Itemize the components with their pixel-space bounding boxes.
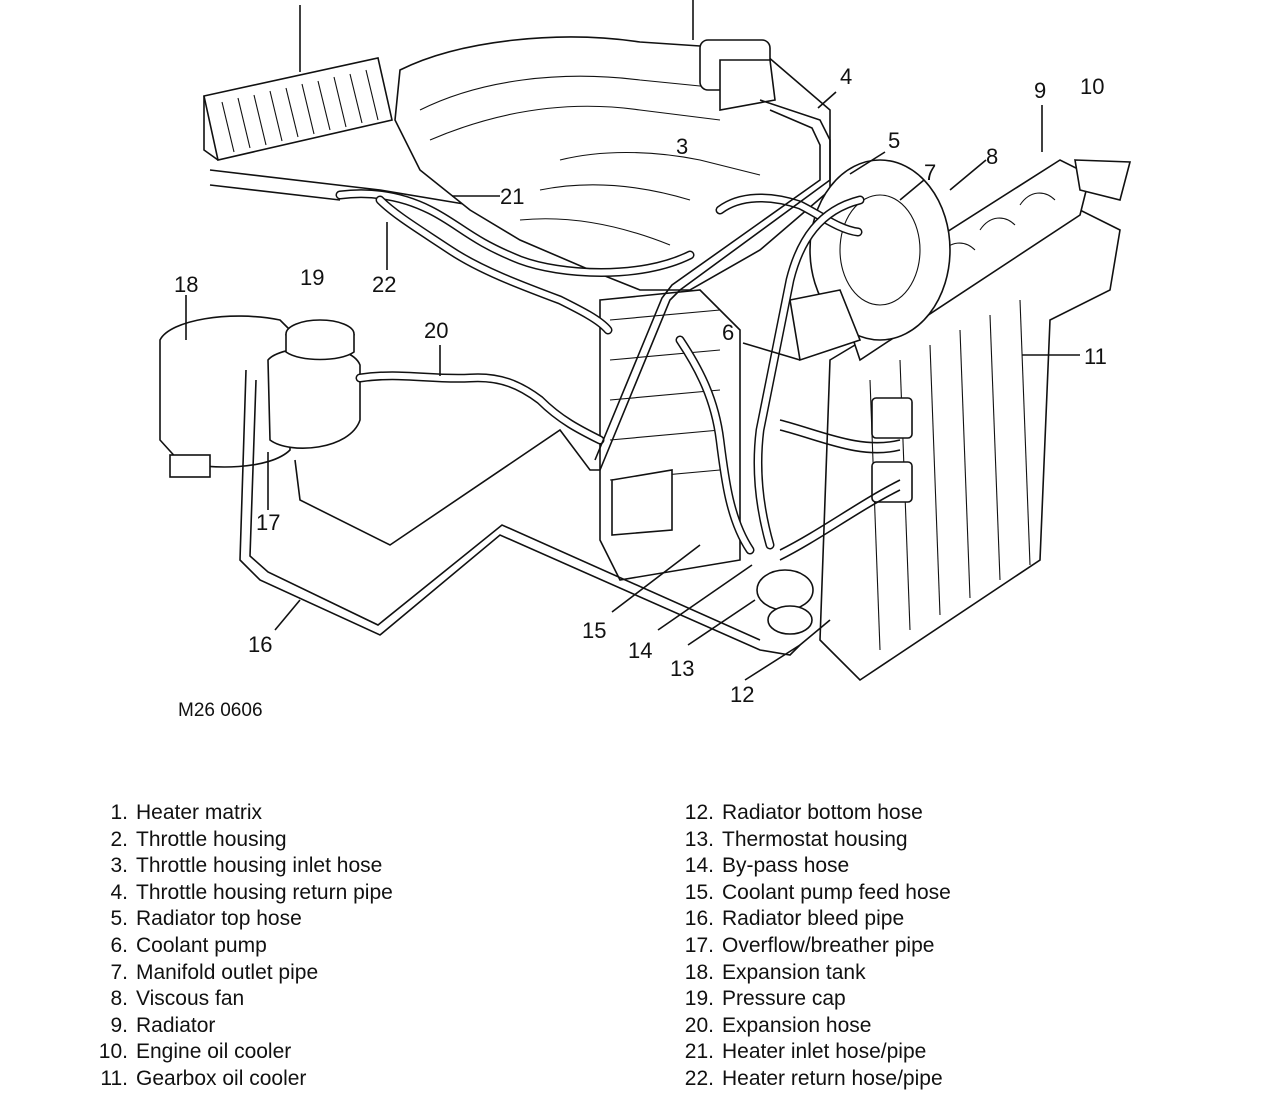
legend-number: 5. bbox=[110, 907, 128, 931]
callout-17: 17 bbox=[256, 510, 280, 535]
legend-item: 4. Throttle housing return pipe bbox=[88, 880, 393, 907]
legend-number: 2. bbox=[110, 827, 128, 851]
legend-column-left: 1. Heater matrix 2. Throttle housing 3. Thr… bbox=[88, 800, 393, 1093]
legend-item: 13. Thermostat housing bbox=[672, 827, 951, 854]
legend-item: 9. Radiator bbox=[88, 1013, 393, 1040]
legend-text: By-pass hose bbox=[722, 854, 850, 878]
legend-number: 1. bbox=[110, 801, 128, 824]
legend-item: 7. Manifold outlet pipe bbox=[88, 960, 393, 987]
legend-item: 22. Heater return hose/pipe bbox=[672, 1066, 951, 1093]
callout-21: 21 bbox=[500, 184, 524, 209]
legend-text: Radiator bleed pipe bbox=[722, 907, 905, 931]
legend-item: 2. Throttle housing bbox=[88, 827, 393, 854]
legend-text: Manifold outlet pipe bbox=[136, 960, 319, 984]
callout-6: 6 bbox=[722, 320, 734, 345]
expansion-tank bbox=[159, 315, 361, 478]
legend-number: 7. bbox=[110, 960, 128, 984]
legend-text: Throttle housing return pipe bbox=[136, 880, 393, 904]
cooling-system-diagram: 3 4 5 6 7 8 9 10 11 12 13 14 15 16 17 18… bbox=[159, 0, 1132, 721]
legend-item: 16. Radiator bleed pipe bbox=[672, 906, 951, 933]
legend-number: 10. bbox=[98, 1040, 128, 1064]
legend-text: Heater matrix bbox=[136, 801, 263, 824]
legend-item: 17. Overflow/breather pipe bbox=[672, 933, 951, 960]
legend-item: 6. Coolant pump bbox=[88, 933, 393, 960]
legend-item: 19. Pressure cap bbox=[672, 986, 951, 1013]
legend-number: 3. bbox=[110, 854, 128, 878]
legend-text: Throttle housing bbox=[136, 827, 287, 851]
callout-14: 14 bbox=[628, 638, 652, 663]
hoses-pipes bbox=[239, 99, 901, 656]
callout-20: 20 bbox=[424, 318, 448, 343]
legend-text: Coolant pump feed hose bbox=[722, 880, 951, 904]
legend-text: Heater inlet hose/pipe bbox=[722, 1040, 927, 1064]
callout-7: 7 bbox=[924, 160, 936, 185]
legend-text: Gearbox oil cooler bbox=[136, 1066, 307, 1090]
legend-number: 14. bbox=[684, 854, 714, 878]
legend-text: Coolant pump bbox=[136, 933, 267, 957]
legend-number: 21. bbox=[684, 1040, 714, 1064]
legend-text: Radiator bbox=[136, 1013, 216, 1037]
parts-legend: 1. Heater matrix 2. Throttle housing 3. Thr… bbox=[0, 800, 1280, 1097]
legend-number: 13. bbox=[684, 827, 714, 851]
legend-item: 18. Expansion tank bbox=[672, 960, 951, 987]
legend-item: 14. By-pass hose bbox=[672, 853, 951, 880]
legend-item: 8. Viscous fan bbox=[88, 986, 393, 1013]
callout-labels: 3 4 5 6 7 8 9 10 11 12 13 14 15 16 17 18… bbox=[174, 64, 1107, 721]
callout-18: 18 bbox=[174, 272, 198, 297]
legend-number: 18. bbox=[684, 960, 714, 984]
legend-text: Overflow/breather pipe bbox=[722, 933, 935, 957]
legend-number: 15. bbox=[684, 880, 714, 904]
legend-text: Expansion tank bbox=[722, 960, 866, 984]
legend-number: 16. bbox=[684, 907, 714, 931]
legend-item: 5. Radiator top hose bbox=[88, 906, 393, 933]
legend-item: 12. Radiator bottom hose bbox=[672, 800, 951, 827]
callout-8: 8 bbox=[986, 144, 998, 169]
legend-number: 12. bbox=[684, 801, 714, 824]
legend-number: 9. bbox=[110, 1013, 128, 1037]
callout-11: 11 bbox=[1084, 344, 1107, 369]
callout-12: 12 bbox=[730, 682, 754, 707]
legend-item: 21. Heater inlet hose/pipe bbox=[672, 1039, 951, 1066]
legend-text: Engine oil cooler bbox=[136, 1040, 292, 1064]
legend-text: Heater return hose/pipe bbox=[722, 1066, 943, 1090]
callout-13: 13 bbox=[670, 656, 694, 681]
legend-item: 10. Engine oil cooler bbox=[88, 1039, 393, 1066]
callout-16: 16 bbox=[248, 632, 272, 657]
legend-text: Radiator bottom hose bbox=[722, 801, 923, 824]
legend-text: Radiator top hose bbox=[136, 907, 302, 931]
callout-15: 15 bbox=[582, 618, 606, 643]
legend-number: 4. bbox=[110, 880, 128, 904]
legend-text: Thermostat housing bbox=[722, 827, 908, 851]
legend-column-right: 12. Radiator bottom hose 13. Thermostat ho… bbox=[672, 800, 951, 1093]
legend-item: 11. Gearbox oil cooler bbox=[88, 1066, 393, 1093]
legend-text: Throttle housing inlet hose bbox=[136, 854, 383, 878]
callout-9: 9 bbox=[1034, 78, 1046, 103]
leader-lines bbox=[185, 0, 1080, 681]
legend-number: 17. bbox=[684, 933, 714, 957]
legend-number: 6. bbox=[110, 933, 128, 957]
legend-item: 20. Expansion hose bbox=[672, 1013, 951, 1040]
legend-number: 22. bbox=[684, 1066, 714, 1090]
legend-text: Pressure cap bbox=[722, 987, 846, 1011]
figure-reference-code: M26 0606 bbox=[178, 700, 263, 721]
legend-number: 20. bbox=[684, 1013, 714, 1037]
callout-3: 3 bbox=[676, 134, 688, 159]
callout-22: 22 bbox=[372, 272, 396, 297]
legend-item: 3. Throttle housing inlet hose bbox=[88, 853, 393, 880]
legend-item: 1. Heater matrix bbox=[88, 800, 393, 827]
callout-5: 5 bbox=[888, 128, 900, 153]
legend-text: Viscous fan bbox=[136, 987, 245, 1011]
legend-number: 11. bbox=[100, 1066, 128, 1090]
legend-item: 15. Coolant pump feed hose bbox=[672, 880, 951, 907]
callout-10: 10 bbox=[1080, 74, 1104, 99]
legend-text: Expansion hose bbox=[722, 1013, 872, 1037]
callout-19: 19 bbox=[300, 265, 324, 290]
legend-number: 19. bbox=[684, 987, 714, 1011]
diagram-svg: 3 4 5 6 7 8 9 10 11 12 13 14 15 16 17 18… bbox=[159, 0, 1132, 721]
legend-number: 8. bbox=[110, 987, 128, 1011]
callout-4: 4 bbox=[840, 64, 852, 89]
heater-matrix bbox=[203, 57, 471, 206]
